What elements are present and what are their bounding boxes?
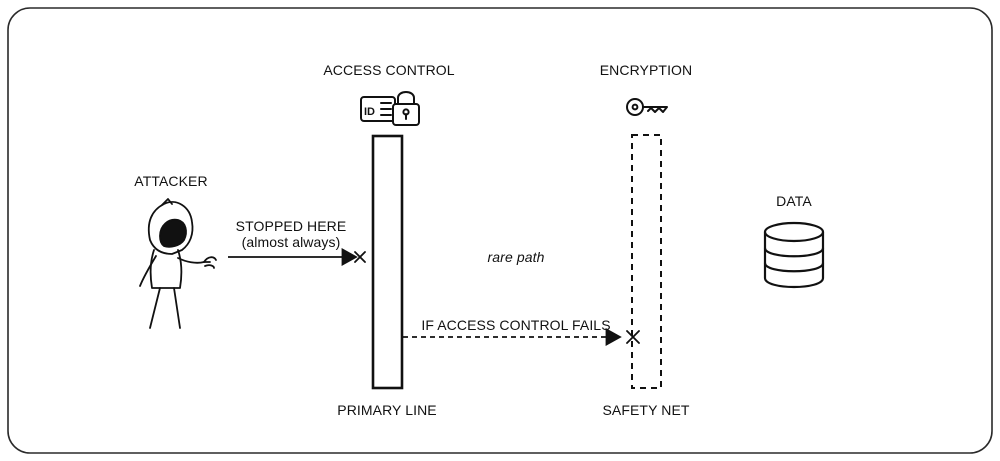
almost-always-label: (almost always) <box>241 234 341 250</box>
safety-net-x-mark <box>626 330 640 344</box>
stopped-here-label: STOPPED HERE <box>235 218 347 234</box>
safety-net-caption: SAFETY NET <box>602 402 690 418</box>
primary-line-barrier <box>371 134 404 390</box>
attacker-heading: ATTACKER <box>134 173 208 189</box>
blocked-x-mark <box>354 251 366 263</box>
access-control-heading: ACCESS CONTROL <box>323 62 455 78</box>
if-access-control-fails-label: IF ACCESS CONTROL FAILS <box>421 317 611 333</box>
key-icon <box>626 98 668 116</box>
encryption-heading: ENCRYPTION <box>599 62 693 78</box>
primary-line-caption: PRIMARY LINE <box>337 402 437 418</box>
data-heading: DATA <box>776 193 812 209</box>
hooded-figure-icon <box>139 198 217 329</box>
diagram-frame <box>7 7 993 454</box>
id-card-padlock-icon <box>360 91 420 126</box>
id-badge-text: ID <box>364 106 375 118</box>
safety-net-barrier <box>631 134 662 389</box>
rare-path-label: rare path <box>487 249 545 265</box>
database-icon <box>763 221 825 289</box>
